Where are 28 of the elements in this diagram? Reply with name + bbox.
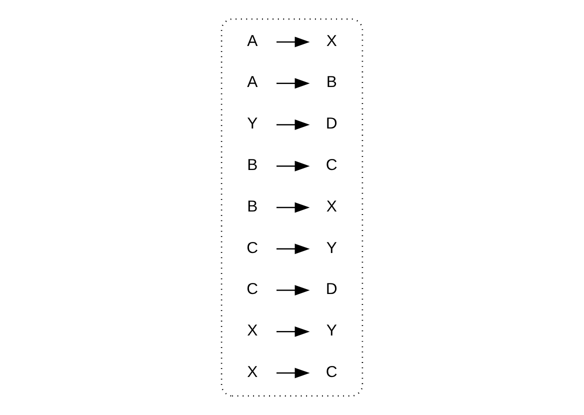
node-text: X bbox=[247, 322, 258, 340]
arrow bbox=[276, 202, 310, 213]
arrow bbox=[276, 36, 310, 48]
node-text: B bbox=[247, 198, 258, 216]
node-text: B bbox=[326, 74, 337, 92]
node-text: C bbox=[326, 156, 338, 174]
node-text: B bbox=[247, 156, 258, 174]
node-text: X bbox=[247, 364, 258, 381]
arrow bbox=[276, 368, 310, 378]
node-text: Y bbox=[326, 322, 337, 340]
node-text: X bbox=[326, 32, 337, 50]
arrow bbox=[276, 244, 310, 254]
node-text: X bbox=[326, 198, 337, 216]
arrow bbox=[276, 160, 310, 172]
node-text: C bbox=[246, 240, 258, 257]
cluster bbox=[220, 18, 364, 397]
node-text: Y bbox=[247, 116, 258, 133]
node-text: Y bbox=[326, 240, 337, 257]
arrow bbox=[276, 120, 310, 130]
node-text: D bbox=[326, 281, 338, 298]
node-text: C bbox=[326, 364, 338, 381]
node-text: D bbox=[326, 116, 338, 133]
arrow bbox=[276, 78, 310, 89]
arrow bbox=[276, 285, 310, 296]
node-text: C bbox=[246, 281, 258, 298]
arrow bbox=[276, 326, 310, 337]
node-text: A bbox=[247, 32, 258, 50]
node-text: A bbox=[247, 74, 258, 92]
